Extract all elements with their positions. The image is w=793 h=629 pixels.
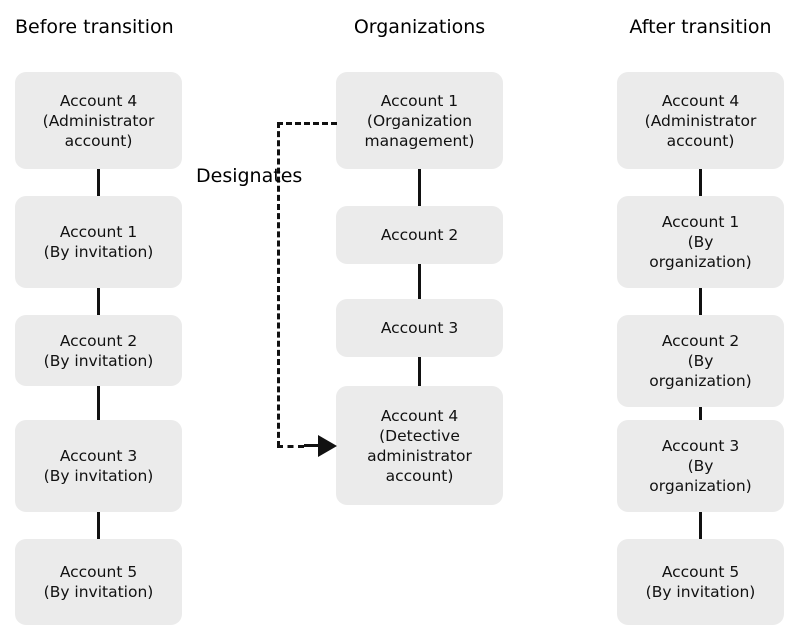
- node-before-account-2: Account 2 (By invitation): [15, 315, 182, 386]
- connector-after-2: [699, 288, 702, 315]
- column-heading-organizations: Organizations: [353, 16, 486, 38]
- column-heading-after-transition: After transition: [629, 16, 772, 38]
- node-after-account-2: Account 2 (By organization): [617, 315, 784, 407]
- designates-edge-top-segment: [277, 122, 337, 125]
- node-before-account-3: Account 3 (By invitation): [15, 420, 182, 512]
- node-orgs-account-4: Account 4 (Detective administrator accou…: [336, 386, 503, 505]
- column-heading-before-transition: Before transition: [15, 16, 174, 38]
- node-orgs-account-3: Account 3: [336, 299, 503, 357]
- node-after-account-4: Account 4 (Administrator account): [617, 72, 784, 169]
- designates-arrow-head: [318, 435, 337, 457]
- connector-before-4: [97, 512, 100, 539]
- connector-before-3: [97, 386, 100, 420]
- connector-orgs-3: [418, 357, 421, 386]
- connector-after-4: [699, 512, 702, 539]
- connector-orgs-1: [418, 169, 421, 206]
- connector-orgs-2: [418, 264, 421, 299]
- node-before-account-5: Account 5 (By invitation): [15, 539, 182, 625]
- designates-edge-bottom-segment: [277, 445, 304, 448]
- designates-edge-vertical-segment: [277, 122, 280, 447]
- node-before-account-1: Account 1 (By invitation): [15, 196, 182, 288]
- connector-before-1: [97, 169, 100, 196]
- designates-arrow-shaft: [304, 444, 324, 447]
- node-orgs-account-2: Account 2: [336, 206, 503, 264]
- node-before-account-4: Account 4 (Administrator account): [15, 72, 182, 169]
- connector-after-1: [699, 169, 702, 196]
- designates-label: Designates: [196, 165, 303, 187]
- node-orgs-account-1: Account 1 (Organization management): [336, 72, 503, 169]
- connector-before-2: [97, 288, 100, 315]
- node-after-account-5: Account 5 (By invitation): [617, 539, 784, 625]
- connector-after-3: [699, 407, 702, 420]
- node-after-account-1: Account 1 (By organization): [617, 196, 784, 288]
- node-after-account-3: Account 3 (By organization): [617, 420, 784, 512]
